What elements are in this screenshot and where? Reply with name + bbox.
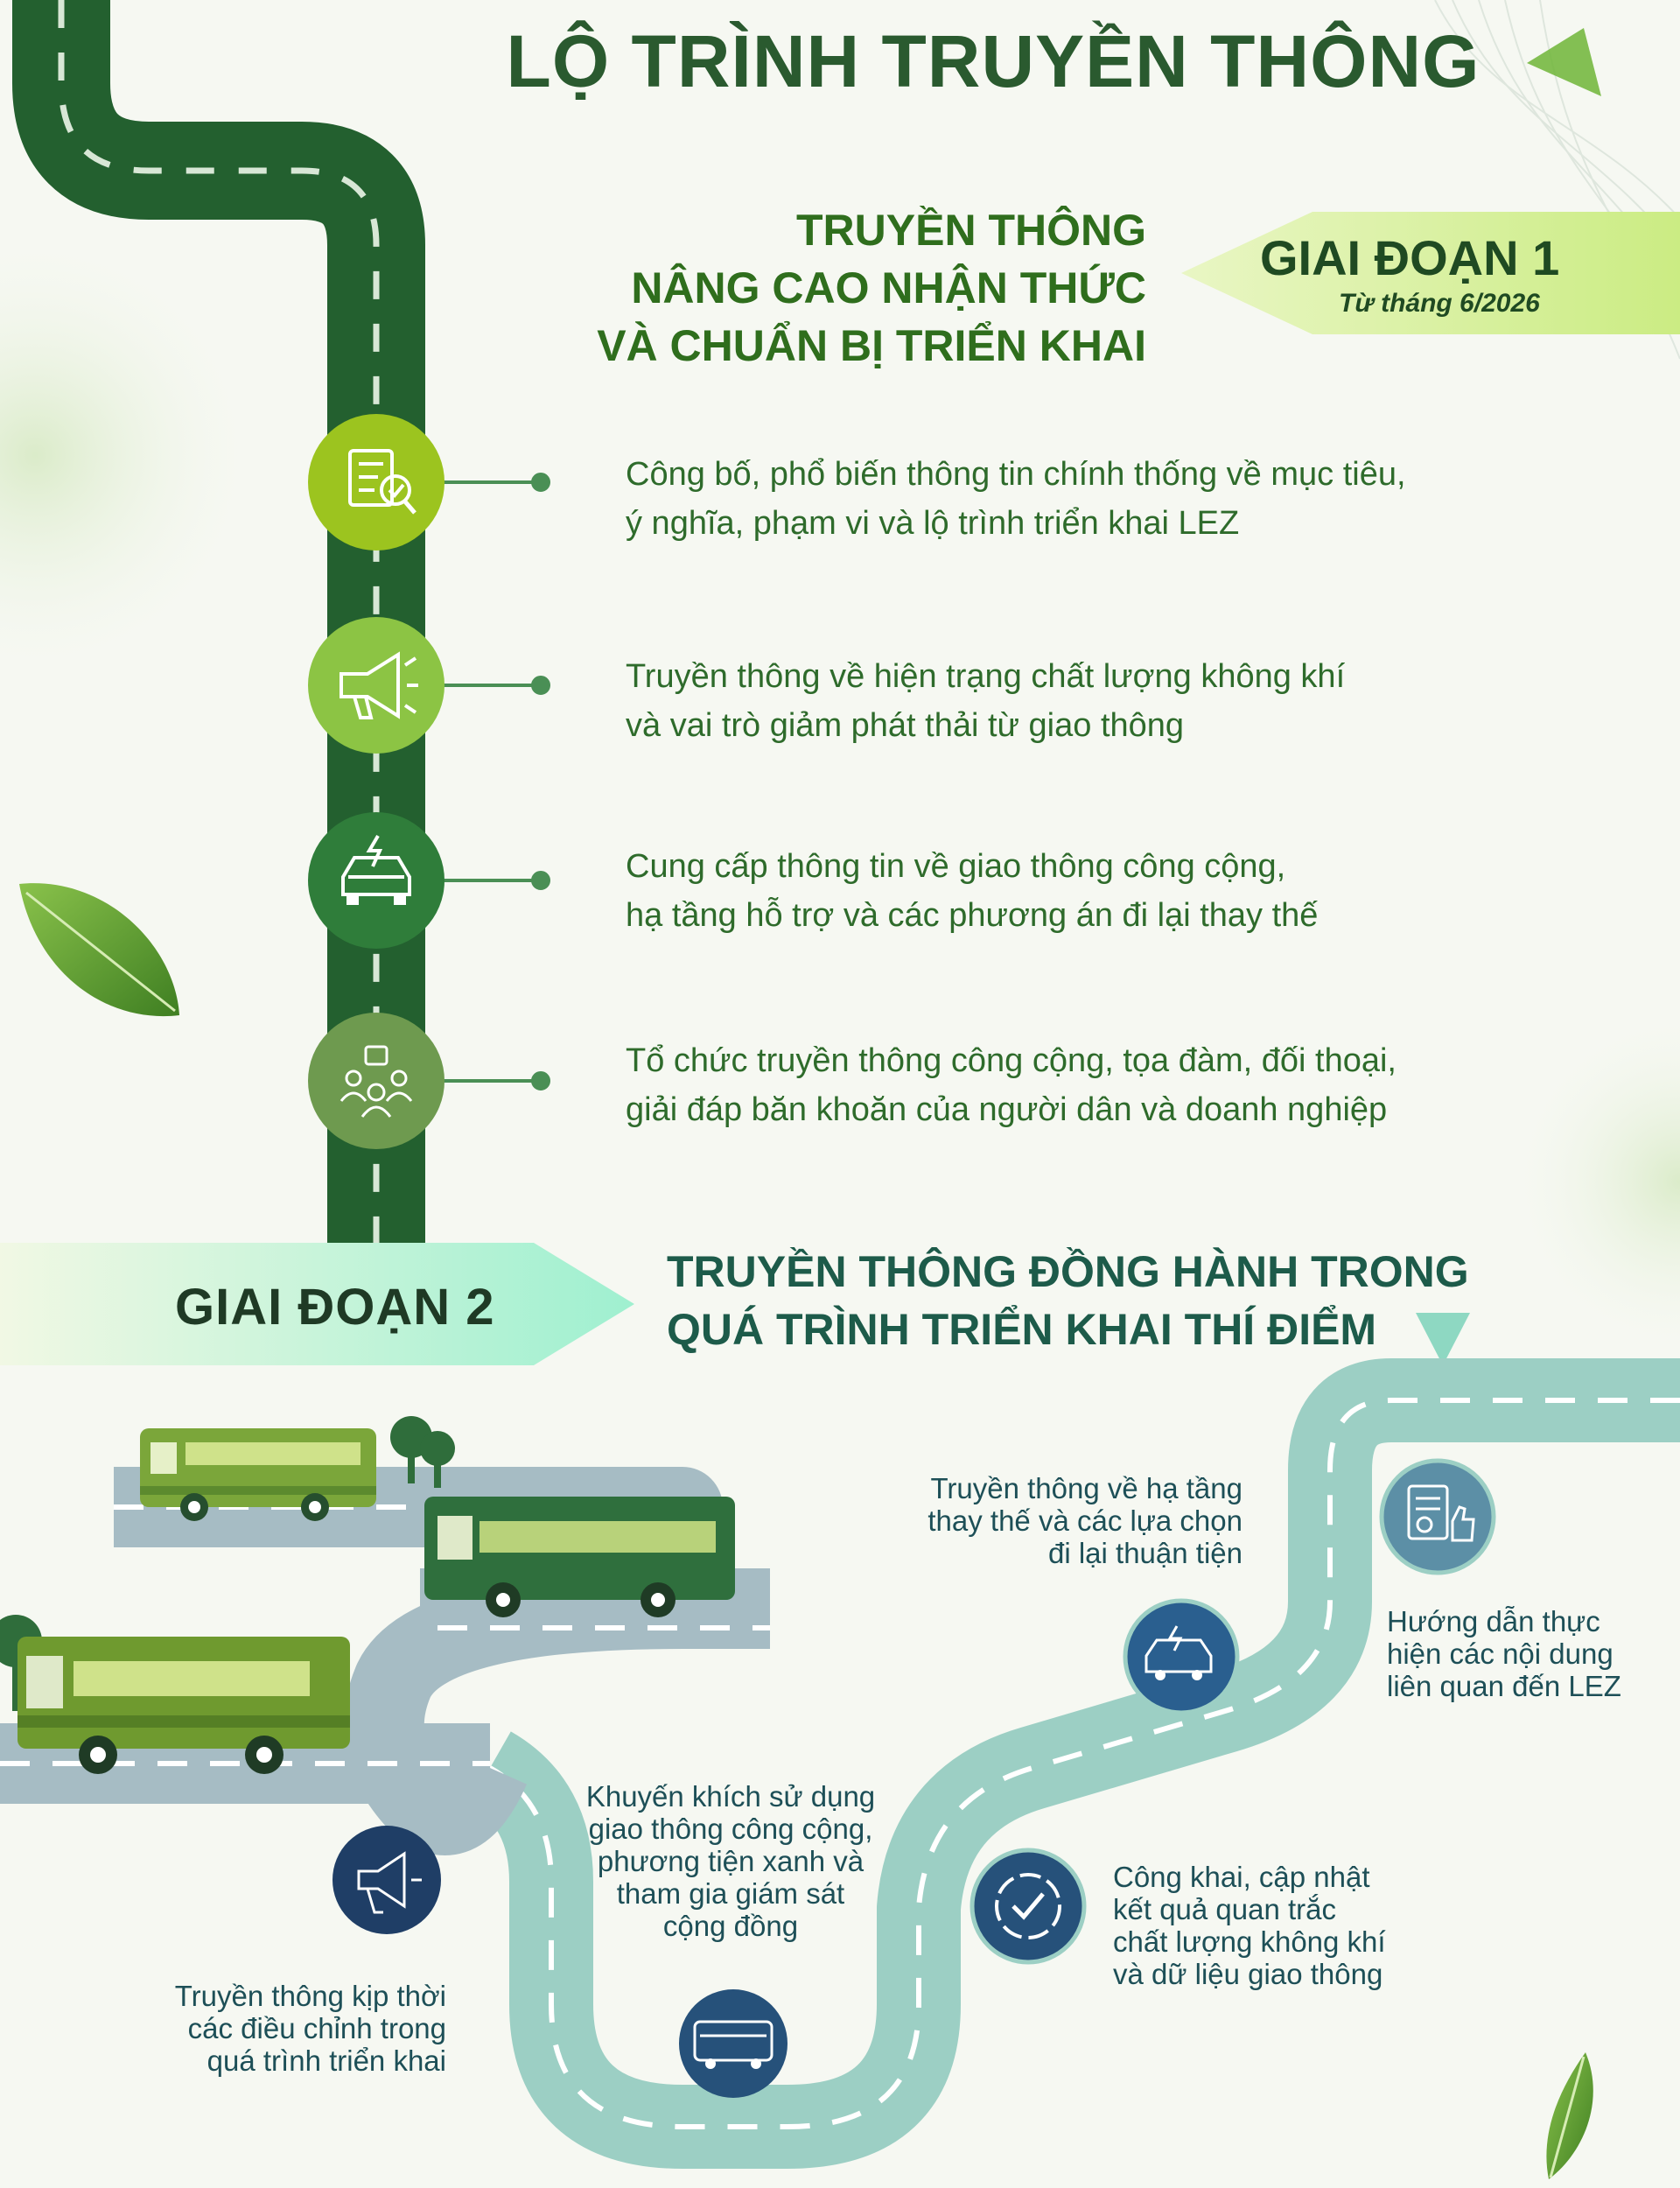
phase-2-item-text: Hướng dẫn thực hiện các nội dung liên qu… <box>1387 1605 1667 1702</box>
phase-1-tag-shape <box>1181 212 1680 334</box>
phase-1-title-line: VÀ CHUẨN BỊ TRIỂN KHAI <box>597 321 1146 370</box>
text-line: phương tiện xanh và <box>597 1845 864 1877</box>
text-line: Khuyến khích sử dụng <box>585 1780 876 1813</box>
phase-2-title: TRUYỀN THÔNG ĐỒNG HÀNH TRONG QUÁ TRÌNH T… <box>667 1243 1507 1358</box>
text-line: và dữ liệu giao thông <box>1113 1958 1383 1990</box>
text-line: Truyền thông về hạ tầng <box>930 1472 1242 1504</box>
text-line: đi lại thuận tiện <box>1048 1537 1242 1569</box>
phase-1-date: Từ tháng 6/2026 <box>1339 289 1540 318</box>
background-glow <box>0 228 262 683</box>
route-marker-icon <box>1416 1313 1470 1365</box>
phase-1-item-text: Truyền thông về hiện trạng chất lượng kh… <box>626 652 1501 750</box>
text-line: quá trình triển khai <box>206 2044 446 2077</box>
phase-2-label: GIAI ĐOẠN 2 <box>175 1279 495 1336</box>
text-line: Truyền thông về hiện trạng chất lượng kh… <box>626 658 1346 695</box>
text-line: liên quan đến LEZ <box>1387 1670 1621 1702</box>
document-thumbs-up-icon <box>1379 1458 1496 1575</box>
ev-charging-icon <box>1123 1598 1240 1715</box>
phase-1-item-text: Cung cấp thông tin về giao thông công cộ… <box>626 842 1501 940</box>
bus-icon <box>18 1637 350 1774</box>
text-line: kết quả quan trắc <box>1113 1893 1337 1925</box>
phase-2-tag-shape <box>0 1243 634 1365</box>
text-line: hiện các nội dung <box>1387 1637 1614 1670</box>
phase-2-item-text: Truyền thông về hạ tầng thay thế và các … <box>875 1472 1242 1569</box>
bus-icon <box>424 1497 735 1617</box>
phase-1-label: GIAI ĐOẠN 1 <box>1260 230 1560 285</box>
leaf-icon <box>1546 2052 1593 2179</box>
phase-1-item-text: Công bố, phổ biến thông tin chính thống … <box>626 450 1501 548</box>
phase-1-title-line: TRUYỀN THÔNG <box>796 206 1146 255</box>
text-line: và vai trò giảm phát thải từ giao thông <box>626 707 1185 744</box>
bus-icon <box>679 1989 788 2098</box>
road-phase-1 <box>12 0 425 1243</box>
text-line: Truyền thông kịp thời <box>174 1980 446 2012</box>
title-arrow-icon <box>1527 28 1601 96</box>
phase-2-item-text: Truyền thông kịp thời các điều chỉnh tro… <box>131 1980 446 2077</box>
checklist-icon <box>308 414 444 551</box>
text-line: chất lượng không khí <box>1113 1925 1386 1958</box>
text-line: Cung cấp thông tin về giao thông công cộ… <box>626 848 1286 885</box>
phase-2-title-line: QUÁ TRÌNH TRIỂN KHAI THÍ ĐIỂM <box>667 1305 1377 1354</box>
phase-1-title-line: NÂNG CAO NHẬN THỨC <box>631 263 1146 312</box>
megaphone-hand-icon <box>332 1826 441 1934</box>
leaf-icon <box>19 883 179 1017</box>
text-line: ý nghĩa, phạm vi và lộ trình triển khai … <box>626 505 1240 542</box>
text-line: Công khai, cập nhật <box>1113 1861 1370 1893</box>
phase-2-item-text: Khuyến khích sử dụng giao thông công cộn… <box>560 1780 901 1942</box>
road-phase-2 <box>467 1358 1680 2169</box>
check-cycle-icon <box>970 1848 1087 1965</box>
background-glow <box>1505 1006 1680 1357</box>
page-title: LỘ TRÌNH TRUYỀN THÔNG <box>506 20 1480 102</box>
text-line: hạ tầng hỗ trợ và các phương án đi lại t… <box>626 897 1319 934</box>
phase-2-title-line: TRUYỀN THÔNG ĐỒNG HÀNH TRONG <box>667 1247 1469 1296</box>
text-line: Công bố, phổ biến thông tin chính thống … <box>626 456 1406 493</box>
phase-1-item-text: Tổ chức truyền thông công cộng, tọa đàm,… <box>626 1036 1501 1134</box>
phase-1-title: TRUYỀN THÔNG NÂNG CAO NHẬN THỨC VÀ CHUẨN… <box>525 201 1146 375</box>
text-line: các điều chỉnh trong <box>187 2012 446 2044</box>
electric-car-icon <box>308 812 444 949</box>
bus-icon <box>140 1428 376 1521</box>
phase-2-item-text: Công khai, cập nhật kết quả quan trắc ch… <box>1113 1861 1463 1990</box>
text-line: thay thế và các lựa chọn <box>928 1504 1242 1537</box>
text-line: tham gia giám sát <box>616 1877 845 1910</box>
text-line: Hướng dẫn thực <box>1387 1605 1600 1637</box>
text-line: giải đáp băn khoăn của người dân và doan… <box>626 1091 1388 1128</box>
text-line: giao thông công cộng, <box>588 1813 873 1845</box>
text-line: cộng đồng <box>662 1910 799 1942</box>
people-network-icon <box>308 1013 444 1149</box>
item-connectors <box>420 473 550 1090</box>
text-line: Tổ chức truyền thông công cộng, tọa đàm,… <box>626 1042 1396 1079</box>
megaphone-icon <box>308 617 444 754</box>
